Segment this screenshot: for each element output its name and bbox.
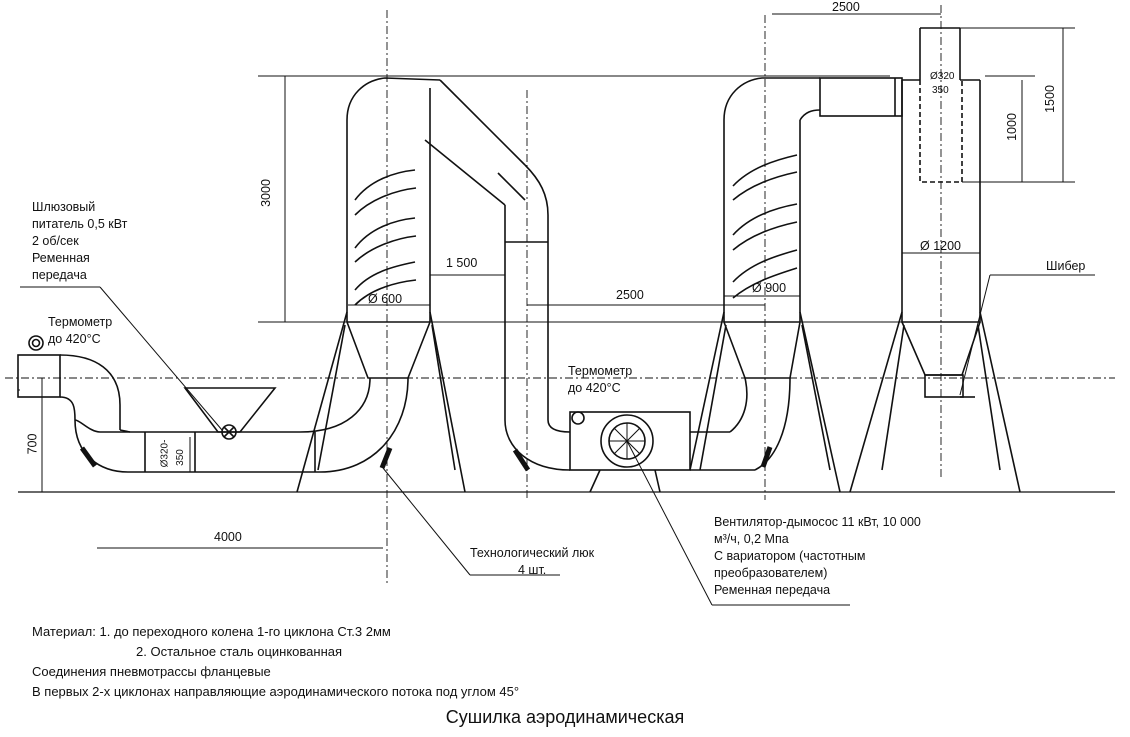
hatch-2 <box>379 447 393 469</box>
inlet-elbow <box>17 354 131 473</box>
thermometer-1-line-1: Термометр <box>48 315 113 329</box>
note-3: Соединения пневмотрассы фланцевые <box>32 664 271 679</box>
fan-line-2: м³/ч, 0,2 Мпа <box>714 532 789 546</box>
rotary-feeder <box>183 387 277 440</box>
thermometer-1-icon <box>28 335 44 351</box>
hatch-3 <box>512 448 531 472</box>
hatch-line-1: Технологический люк <box>470 546 595 560</box>
feeder-line-4: Ременная <box>32 251 90 265</box>
dim-dia-320-duct: Ø320- <box>159 439 171 468</box>
drawing-title: Сушилка аэродинамическая <box>445 707 685 727</box>
fan-unit <box>569 411 755 493</box>
note-2: 2. Остальное сталь оцинкованная <box>136 644 343 659</box>
fan-line-4: преобразователем) <box>714 566 828 580</box>
dim-700: 700 <box>25 433 40 455</box>
fan-line-5: Ременная передача <box>714 583 831 597</box>
dim-350-duct: 350 <box>174 449 186 466</box>
thermometer-2-callout: Термометр до 420°С <box>568 363 632 397</box>
dim-dia-900: Ø 900 <box>752 281 787 295</box>
note-4: В первых 2-х циклонах направляющие аэрод… <box>32 684 520 699</box>
fan-callout: Вентилятор-дымосос 11 кВт, 10 000 м³/ч, … <box>714 514 921 599</box>
hatch-line-2: 4 шт. <box>518 563 547 577</box>
feeder-callout: Шлюзовый питатель 0,5 кВт 2 об/сек Ремен… <box>32 199 127 284</box>
feeder-line-3: 2 об/сек <box>32 234 79 248</box>
hatch-1 <box>79 446 98 468</box>
dim-350-stack: 350 <box>932 85 949 96</box>
transfer-duct <box>424 79 571 471</box>
thermometer-2-line-2: до 420°С <box>568 381 621 395</box>
dim-4000: 4000 <box>214 530 242 544</box>
material-notes: Материал: 1. до переходного колена 1-го … <box>32 622 519 702</box>
gate-label: Шибер <box>1046 259 1086 273</box>
fan-line-3: С вариатором (частотным <box>714 549 866 563</box>
dim-dia-1200: Ø 1200 <box>920 239 962 253</box>
note-1: Материал: 1. до переходного колена 1-го … <box>32 624 391 639</box>
fan-line-1: Вентилятор-дымосос 11 кВт, 10 000 <box>714 515 921 529</box>
dim-2500-mid: 2500 <box>616 288 644 302</box>
thermometer-2-line-1: Термометр <box>568 364 633 378</box>
dim-3000: 3000 <box>258 179 273 207</box>
cyclone-3 <box>849 79 1021 493</box>
outlet-duct <box>819 77 903 117</box>
thermometer-1-line-2: до 420°С <box>48 332 101 346</box>
feeder-line-5: передача <box>32 268 87 282</box>
thermometer-1-callout: Термометр до 420°С <box>48 314 112 348</box>
hatch-callout: Технологический люк 4 шт. <box>470 545 594 579</box>
dim-dia-320-stack: Ø320 <box>930 71 955 82</box>
feeder-line-2: питатель 0,5 кВт <box>32 217 128 231</box>
dim-1500-stack: 1500 <box>1042 85 1057 113</box>
dim-1500-gap: 1 500 <box>446 256 478 270</box>
dim-1000: 1000 <box>1004 113 1019 141</box>
dim-dia-600: Ø 600 <box>368 292 403 306</box>
feeder-line-1: Шлюзовый <box>32 200 96 214</box>
dim-2500-top: 2500 <box>832 0 860 14</box>
